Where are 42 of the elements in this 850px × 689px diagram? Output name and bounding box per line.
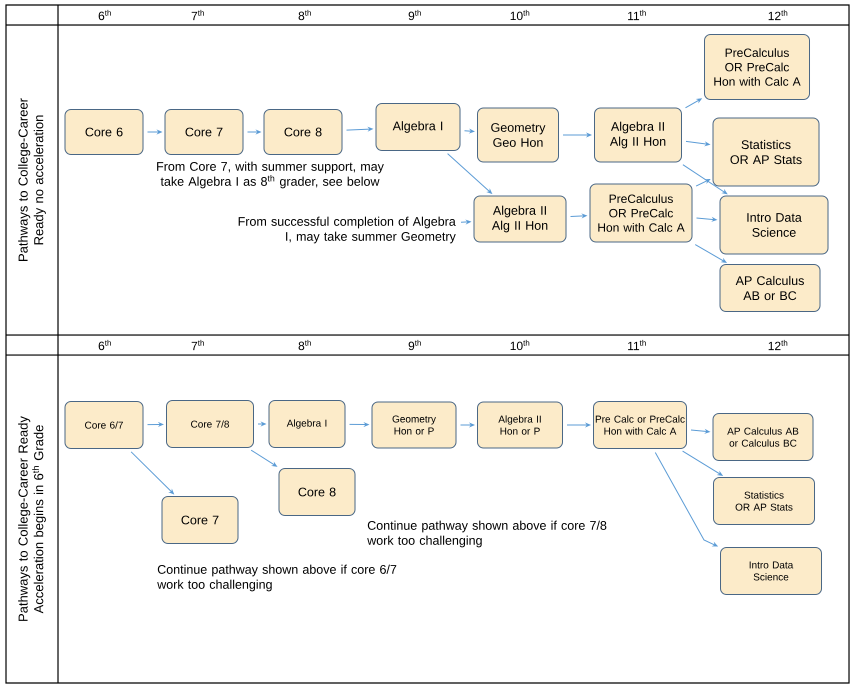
course-box: Algebra II Alg II Hon — [474, 196, 566, 242]
course-box: Geometry Hon or P — [372, 402, 456, 448]
course-box: PreCalculus OR PreCalc Hon with Calc A — [704, 34, 810, 100]
note-text: Continue pathway shown above if core 7/8 work too challenging — [367, 520, 606, 548]
course-box: Core 7 — [162, 496, 238, 544]
grade-header: 8$^{th}$ — [298, 10, 311, 20]
course-box: Statistics OR AP Stats — [713, 477, 815, 525]
note-text: From Core 7, with summer support, may take Algebra I as 8$^{th}$ grader, see below — [157, 162, 384, 188]
course-box: Core 8 — [278, 468, 356, 516]
course-box: Algebra I — [376, 103, 460, 151]
grade-header: 10$^{th}$ — [510, 340, 530, 350]
grade-header: 7$^{th}$ — [192, 10, 204, 20]
row-label: Pathways to College-Career Ready no acceleration — [18, 98, 46, 261]
course-box: Intro Data Science — [720, 547, 822, 595]
course-box: Intro Data Science — [720, 196, 828, 254]
course-box: Pre Calc or PreCalc Hon with Calc A — [593, 401, 687, 449]
grade-header: 9$^{th}$ — [408, 10, 421, 20]
note-text: Continue pathway shown above if core 6/7 work too challenging — [157, 564, 396, 592]
course-box: AP Calculus AB or Calculus BC — [712, 413, 814, 461]
grade-header: 11$^{th}$ — [628, 10, 646, 20]
grade-header: 6$^{th}$ — [98, 10, 111, 20]
grade-header: 7$^{th}$ — [192, 340, 204, 350]
grade-header: 12$^{th}$ — [768, 340, 788, 350]
course-box: Core 7/8 — [166, 400, 254, 448]
grade-header: 10$^{th}$ — [510, 10, 530, 20]
grade-header: 8$^{th}$ — [298, 340, 311, 350]
course-box: Algebra II Hon or P — [477, 402, 563, 448]
course-box: Algebra I — [268, 400, 346, 448]
course-box: PreCalculus OR PreCalc Hon with Calc A — [590, 184, 692, 242]
grade-header: 12$^{th}$ — [768, 10, 788, 20]
course-box: Core 8 — [264, 109, 342, 155]
course-box: Statistics OR AP Stats — [712, 118, 820, 186]
grade-header: 6$^{th}$ — [98, 340, 111, 350]
grade-header: 11$^{th}$ — [628, 340, 646, 350]
grade-header: 9$^{th}$ — [408, 340, 421, 350]
course-box: Core 7 — [164, 109, 244, 155]
course-box: AP Calculus AB or BC — [720, 264, 820, 312]
course-box: Geometry Geo Hon — [477, 108, 559, 162]
note-text: From successful completion of Algebra I, may take summer Geometry — [238, 216, 456, 244]
course-box: Algebra II Alg II Hon — [594, 108, 682, 162]
course-box: Core 6 — [64, 109, 144, 155]
course-box: Core 6/7 — [64, 401, 144, 449]
